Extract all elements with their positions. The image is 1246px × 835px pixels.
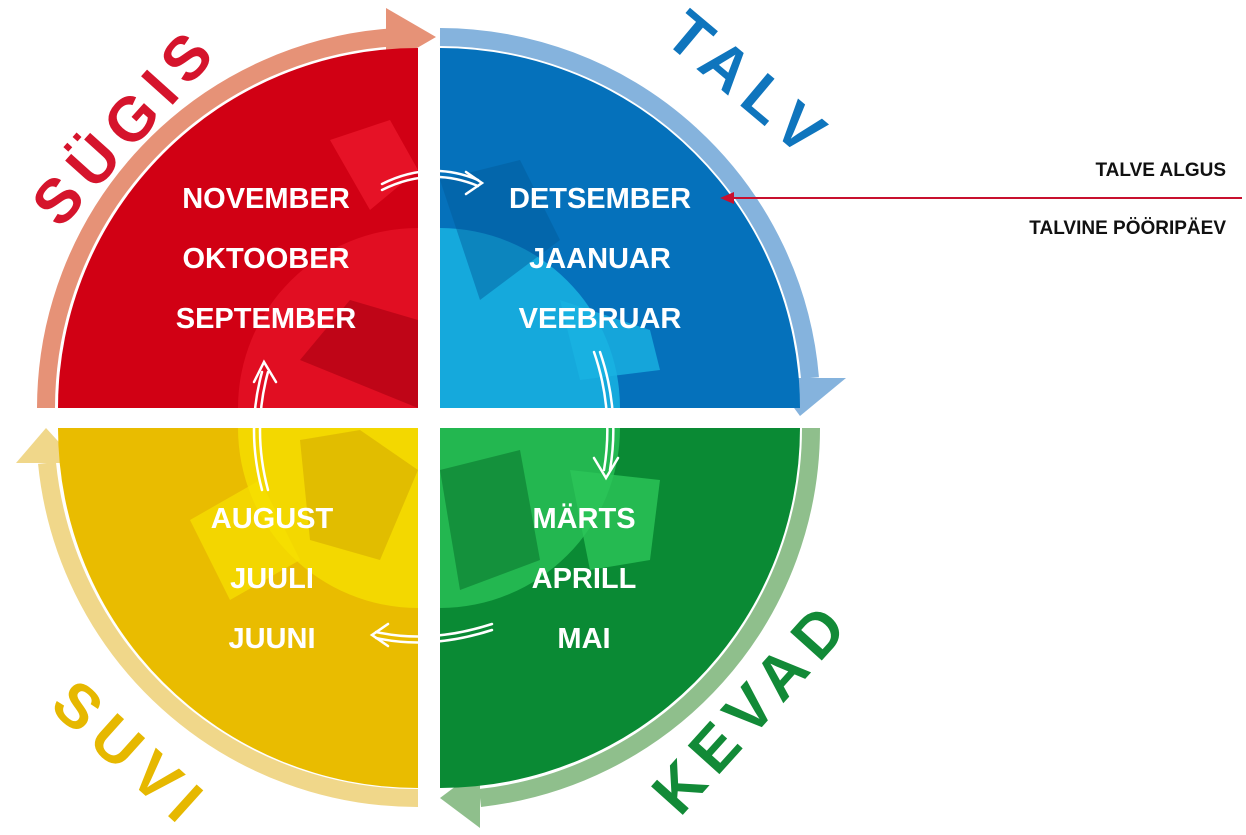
month-october: OKTOOBER bbox=[182, 243, 349, 275]
winter-to-spring-arrow bbox=[592, 350, 620, 481]
spring-to-summer-arrow bbox=[369, 622, 494, 648]
month-may: MAI bbox=[557, 623, 610, 655]
winter-start-pointer-arrowhead bbox=[720, 192, 734, 204]
month-january: JAANUAR bbox=[529, 243, 671, 275]
month-february: VEEBRUAR bbox=[519, 303, 682, 335]
month-march: MÄRTS bbox=[532, 502, 635, 535]
summer-arrow-band bbox=[38, 462, 419, 808]
spring-arrow-band bbox=[479, 427, 820, 807]
month-april: APRILL bbox=[532, 563, 637, 595]
month-june: JUUNI bbox=[228, 623, 315, 655]
month-july: JUULI bbox=[230, 563, 314, 595]
inner-transition-arrows bbox=[252, 169, 620, 648]
summer-to-autumn-arrow bbox=[252, 359, 278, 492]
winter-arrow-band bbox=[439, 28, 819, 379]
month-december: DETSEMBER bbox=[509, 183, 691, 215]
winter-start-pointer-line bbox=[730, 197, 1242, 199]
month-september: SEPTEMBER bbox=[176, 303, 357, 335]
month-august: AUGUST bbox=[211, 503, 334, 535]
winter-solstice-note: TALVINE PÖÖRIPÄEV bbox=[1029, 218, 1226, 239]
autumn-to-winter-arrow bbox=[380, 169, 485, 196]
autumn-arrow-band bbox=[37, 28, 399, 409]
winter-start-note: TALVE ALGUS bbox=[1095, 160, 1226, 181]
autumn-quadrant bbox=[58, 48, 418, 408]
month-november: NOVEMBER bbox=[182, 183, 350, 215]
